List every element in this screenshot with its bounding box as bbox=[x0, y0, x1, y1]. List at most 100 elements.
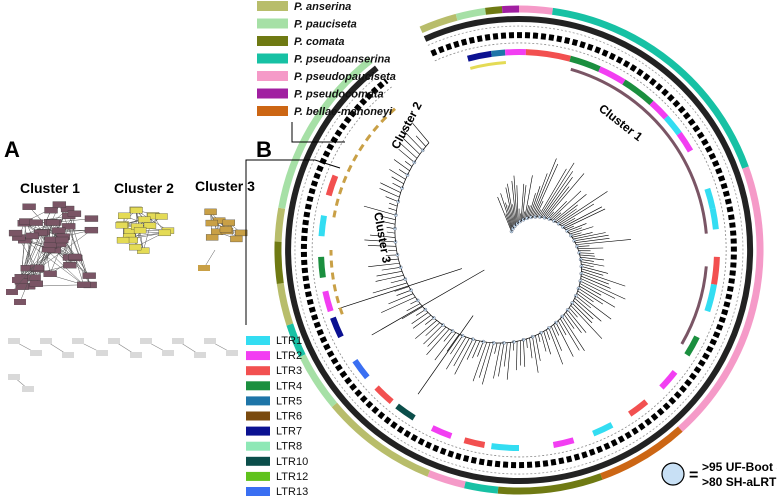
ltr-ring-segment bbox=[552, 437, 575, 448]
tree-tip-branch bbox=[401, 306, 423, 320]
ltr-swatch bbox=[246, 471, 270, 481]
tree-branch bbox=[408, 286, 412, 291]
network-node bbox=[130, 352, 142, 358]
tree-tip-branch bbox=[415, 135, 426, 147]
tree-tip-branch bbox=[386, 231, 396, 234]
tree-tip-branch bbox=[494, 342, 498, 354]
tree-tip-branch bbox=[498, 342, 505, 377]
tree-branch bbox=[512, 227, 514, 229]
tree-tip-branch bbox=[385, 196, 399, 202]
species-ring-segment bbox=[286, 323, 306, 358]
tree-branch bbox=[573, 298, 575, 301]
network-node bbox=[52, 201, 67, 208]
tree-tip-branch bbox=[580, 280, 616, 299]
tree-tip-branch bbox=[545, 173, 585, 219]
network-node bbox=[162, 350, 174, 356]
tree-branch bbox=[455, 332, 460, 335]
tree-tip-branch bbox=[550, 190, 582, 220]
cluster-1-arc bbox=[570, 67, 708, 234]
tree-tip-branch bbox=[398, 148, 415, 163]
network-node bbox=[84, 215, 99, 222]
ltr-legend-leader bbox=[245, 159, 341, 325]
dotted-ring bbox=[294, 25, 744, 475]
tree-branch bbox=[578, 252, 581, 256]
ltr-label: LTR7 bbox=[276, 426, 302, 438]
species-swatch bbox=[257, 1, 288, 11]
tree-long-branch bbox=[371, 269, 485, 336]
tree-tip-branch bbox=[516, 341, 518, 371]
network-panel: Cluster 1 Cluster 2 Cluster 3 bbox=[6, 178, 255, 392]
tree-tip-branch bbox=[389, 202, 398, 207]
network-node bbox=[44, 207, 58, 214]
tree-tip-branch bbox=[434, 332, 457, 361]
tree-tip-branch bbox=[500, 193, 513, 230]
network-node bbox=[68, 253, 82, 261]
tree-tip-branch bbox=[381, 267, 401, 271]
species-ring-segment bbox=[518, 5, 553, 15]
tree-tip-branch bbox=[564, 208, 606, 229]
ltr-ring-segment bbox=[649, 100, 669, 120]
tree-tip-branch bbox=[390, 278, 406, 284]
network-edge bbox=[135, 209, 169, 231]
tree-tip-branch bbox=[572, 232, 593, 238]
ltr-ring-segment bbox=[490, 443, 520, 452]
network-node bbox=[77, 281, 91, 288]
ltr-ring-segment bbox=[395, 403, 416, 421]
tree-tip-branch bbox=[503, 342, 508, 367]
species-label: P. pseudocomata bbox=[294, 89, 384, 101]
tree-branch bbox=[570, 235, 573, 238]
cluster-2-arc bbox=[469, 61, 507, 70]
tree-tip-branch bbox=[423, 324, 444, 345]
ltr-ring-segment bbox=[711, 256, 720, 285]
tree-tip-branch bbox=[537, 334, 541, 343]
ltr-swatch bbox=[246, 441, 270, 451]
network-node bbox=[52, 227, 66, 234]
ltr-swatch bbox=[246, 411, 270, 421]
ltr-ring-segment bbox=[592, 422, 614, 437]
network-edge bbox=[74, 256, 84, 285]
tree-tip-branch bbox=[505, 213, 513, 231]
tree-tip-branch bbox=[392, 182, 403, 189]
tree-branch bbox=[399, 192, 401, 198]
panel-letter-a: A bbox=[4, 137, 20, 162]
tree-tip-branch bbox=[565, 311, 582, 334]
species-swatch bbox=[257, 18, 288, 29]
species-ring-segment bbox=[278, 57, 373, 209]
network-node bbox=[198, 265, 210, 271]
tree-tip-branch bbox=[389, 169, 406, 180]
ltr-ring-segment bbox=[598, 66, 626, 85]
tree-branch bbox=[568, 232, 571, 235]
species-ring-segment bbox=[600, 426, 683, 480]
species-ring-segment bbox=[299, 354, 338, 408]
tree-branch bbox=[571, 237, 574, 240]
tree-tip-branch bbox=[581, 270, 626, 287]
tree-tip-branch bbox=[542, 177, 573, 218]
tree-branch bbox=[436, 320, 440, 323]
tree-branch bbox=[425, 142, 430, 147]
tree-tip-branch bbox=[415, 320, 437, 339]
tree-branch bbox=[526, 337, 530, 340]
tree-branch bbox=[555, 221, 558, 224]
tree-tip-branch bbox=[382, 221, 396, 225]
tree-tip-branch bbox=[472, 342, 488, 382]
ltr-label: LTR4 bbox=[276, 380, 302, 392]
network-edge bbox=[143, 215, 154, 251]
tree-branch bbox=[578, 283, 581, 287]
network-node bbox=[205, 234, 219, 241]
network-node bbox=[60, 205, 75, 213]
tree-tip-branch bbox=[367, 245, 397, 247]
tree-tip-branch bbox=[416, 309, 426, 316]
support-node bbox=[574, 294, 578, 298]
tree-tip-branch bbox=[543, 331, 551, 355]
network-node bbox=[63, 262, 77, 269]
tree-tip-branch bbox=[478, 342, 491, 378]
tree-tip-branch bbox=[381, 296, 416, 313]
tree-branch bbox=[553, 322, 557, 325]
species-label: P. pauciseta bbox=[294, 19, 357, 31]
tree-branch bbox=[407, 170, 410, 176]
network-node bbox=[115, 222, 128, 229]
tree-branch bbox=[416, 154, 421, 159]
species-ring-segment bbox=[552, 7, 749, 169]
tree-tip-branch bbox=[573, 300, 594, 320]
